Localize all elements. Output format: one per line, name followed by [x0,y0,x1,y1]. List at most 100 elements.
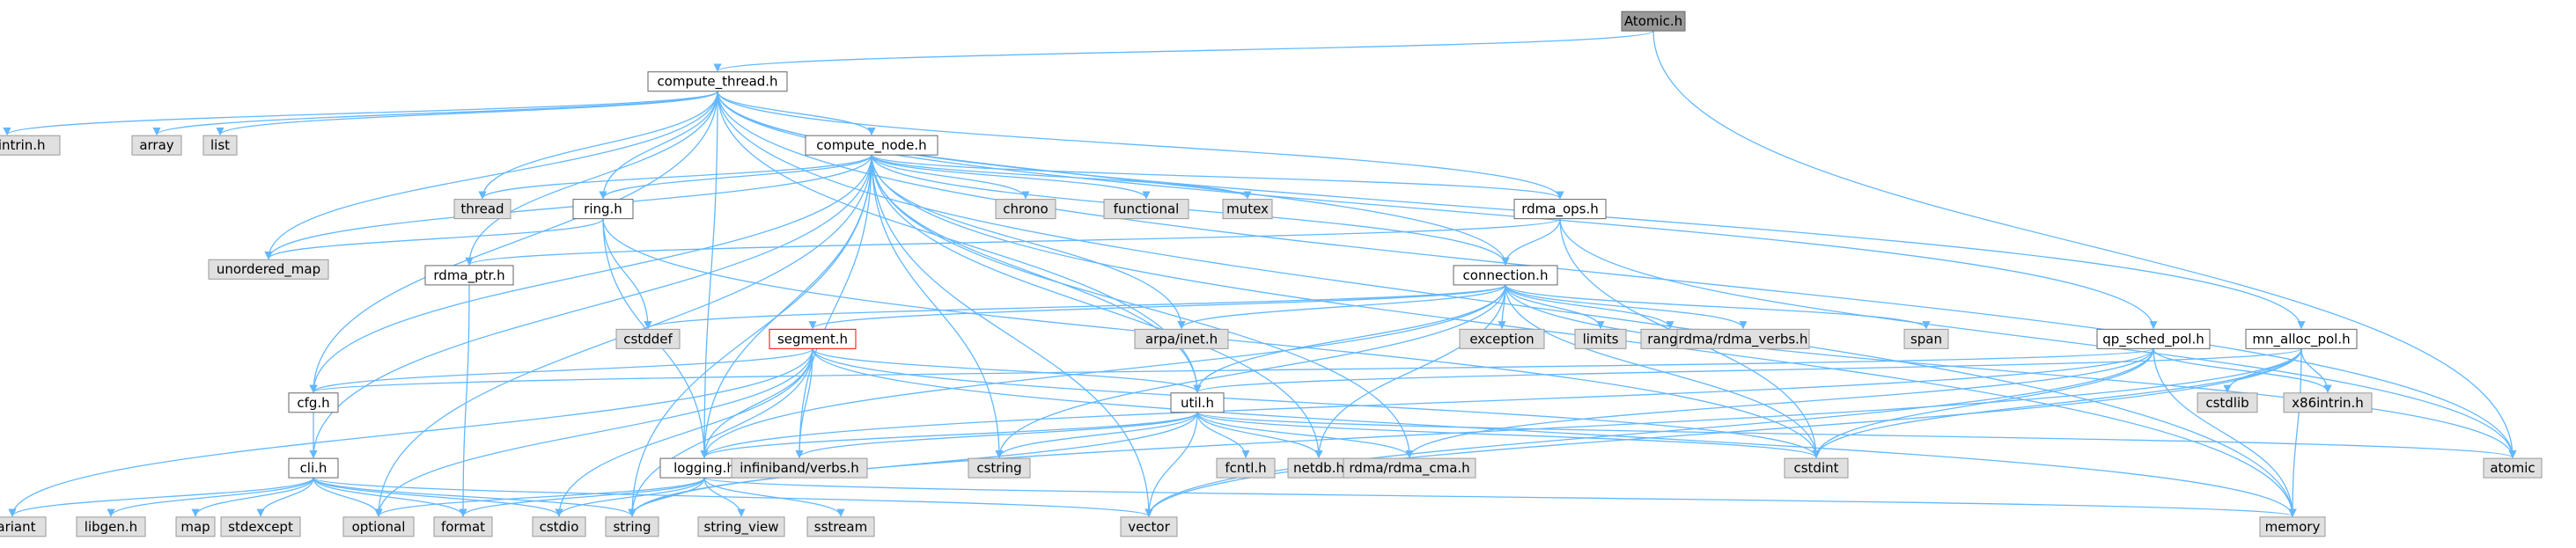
edge-compute_node_h-to-thread [478,154,872,200]
node-label: span [1910,331,1942,347]
node-label: vector [1128,519,1170,535]
include-edge [555,348,813,517]
edge-util_h-to-rdma_cma_h [1196,412,1414,459]
include-edge [812,347,1202,393]
edge-compute_thread_h-to-memory [717,91,2297,517]
edge-compute_thread_h-to-immintrin_h [3,91,718,136]
include-edge [459,477,705,517]
edge-qp_sched_pol_h-to-rdma_cma_h [1405,348,2154,459]
include-edge [871,155,1004,459]
node-rdma-ptr-h[interactable]: rdma_ptr.h [424,265,514,286]
edge-connection_h-to-atomic [1505,284,2517,459]
node-box [532,516,586,537]
node-compute-thread-h[interactable]: compute_thread.h [647,71,788,92]
node-label: logging.h [673,460,735,476]
node-label: cstddef [623,331,673,347]
include-edge [1505,284,2517,459]
node-box [2259,516,2326,537]
edge-atomic_h-to-compute_thread_h [713,30,1654,72]
include-edge [264,218,604,260]
include-edge [309,155,872,459]
include-edge [1505,284,1605,330]
node-label: list [210,137,230,153]
include-edge [644,284,1506,330]
include-edge [703,478,746,517]
include-edge [717,91,876,136]
include-edge [309,91,718,393]
node-qp-sched-pol-h[interactable]: qp_sched_pol.h [2096,328,2211,349]
node-cfg-h[interactable]: cfg.h [288,392,339,413]
node-label: memory [2265,519,2321,535]
edge-rdma_ops_h-to-rdma_ptr_h [465,218,1561,266]
edge-compute_node_h-to-cfg_h [309,155,872,393]
edge-logging_h-to-sstream [703,477,845,517]
edge-cli_h-to-string [313,477,637,517]
node-label: connection.h [1463,267,1549,283]
node-logging-h[interactable]: logging.h [659,457,749,479]
node-box [995,199,1056,220]
node-rdma-ops-h[interactable]: rdma_ops.h [1513,199,1607,220]
include-edge [1144,348,2154,517]
node-label: stdexcept [228,519,293,535]
include-edge [309,155,872,393]
node-label: rdma/rdma_cma.h [1349,460,1469,477]
node-label: cstdint [1793,460,1838,476]
node-label: rdma/rdma_verbs.h [1679,331,1808,347]
include-edge [1196,412,1414,459]
include-edge [264,155,872,260]
node-map: map [175,516,216,537]
edge-util_h-to-infiniband_verbs_h [795,412,1198,459]
include-edge [2300,348,2332,393]
node-atomic-h[interactable]: Atomic.h [1621,11,1686,32]
node-connection-h[interactable]: connection.h [1453,265,1558,286]
node-ring-h[interactable]: ring.h [572,199,634,220]
node-util-h[interactable]: util.h [1170,392,1225,413]
edge-mn_alloc_pol_h-to-memory [2288,348,2302,517]
node-cli-h[interactable]: cli.h [288,457,339,479]
include-edge [256,478,314,517]
include-edge [8,348,813,517]
node-label: cstdio [540,519,579,535]
node-label: optional [352,519,406,535]
include-edge [628,348,813,517]
edge-qp_sched_pol_h-to-vector [1144,348,2154,517]
node-box [769,328,857,349]
include-edge [310,347,2154,393]
node-compute-node-h[interactable]: compute_node.h [805,135,938,156]
edge-util_h-to-cstring [995,412,1198,459]
include-edge [1405,348,2154,459]
node-box [1120,516,1178,537]
edge-segment_h-to-memory [812,348,2297,517]
include-edge [191,477,314,517]
node-exception: exception [1459,328,1545,349]
edge-connection_h-to-logging_h [700,284,1506,459]
edge-ring_h-to-unordered_map [264,218,604,260]
node-atomic: atomic [2483,457,2543,479]
node-box [0,516,47,537]
node-functional: functional [1103,199,1189,220]
node-mn-alloc-pol-h[interactable]: mn_alloc_pol.h [2245,328,2358,349]
include-edge [995,412,1198,459]
edge-util_h-to-atomic [1196,412,2517,459]
edge-compute_thread_h-to-unordered_map [264,91,718,260]
edge-compute_node_h-to-ring_h [599,154,872,200]
node-label: chrono [1003,201,1048,217]
include-edge [599,91,718,200]
include-edge [313,477,1153,517]
include-edge [717,91,2297,517]
node-label: qp_sched_pol.h [2102,331,2204,347]
node-segment-h[interactable]: segment.h [769,328,857,349]
node-label: netdb.h [1293,460,1344,476]
node-label: libgen.h [85,519,137,535]
edge-compute_node_h-to-logging_h [700,155,872,459]
include-edge [628,348,2302,517]
include-edge [871,154,1030,200]
node-label: sstream [814,519,867,535]
edge-connection_h-to-cstdint [1505,284,1821,459]
include-edge [3,91,718,136]
node-arpa-inet-h: arpa/inet.h [1134,328,1229,349]
node-label: cstring [976,460,1021,476]
node-cstdint: cstdint [1784,457,1849,479]
node-label: immintrin.h [0,137,46,153]
edge-util_h-to-vector [1144,412,1198,517]
